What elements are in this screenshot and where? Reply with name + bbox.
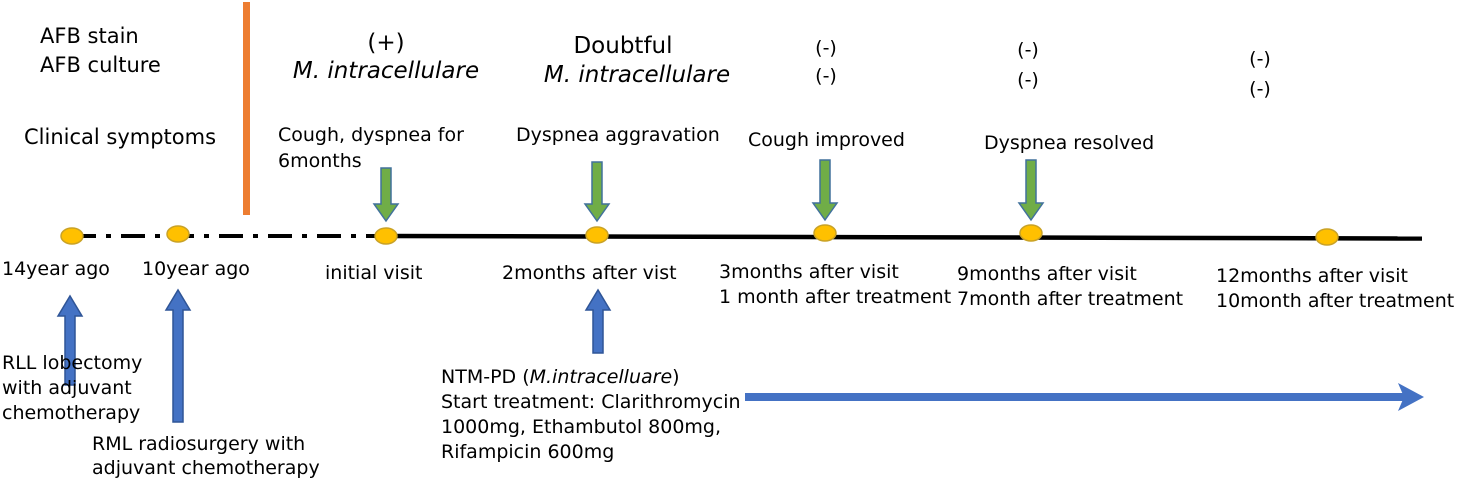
m9-culture-result: (-) — [1017, 69, 1039, 91]
treatment-line2: Start treatment: Clarithromycin — [441, 391, 741, 413]
timepoint-3-months-line1: 3months after visit — [719, 261, 899, 283]
treatment-diagnosis-suffix: ) — [672, 366, 680, 388]
treatment-line3: 1000mg, Ethambutol 800mg, — [441, 416, 722, 438]
m9-stain-result: (-) — [1017, 39, 1039, 61]
symptom-arrow-9-months — [1017, 159, 1045, 222]
initial-culture-result: M. intracellulare — [292, 58, 480, 84]
timepoint-9-months-line2: 7month after treatment — [957, 288, 1184, 310]
symptom-arrow-initial — [372, 167, 400, 223]
symptom-2-months: Dyspnea aggravation — [516, 124, 720, 146]
history-arrow-14-years — [56, 294, 84, 386]
history-14-years-line2: with adjuvant — [2, 377, 132, 399]
node-10-years-ago — [166, 225, 190, 243]
label-afb-stain: AFB stain — [40, 24, 139, 48]
timepoint-9-months-line1: 9months after visit — [957, 263, 1137, 285]
treatment-duration-arrow-shaft — [745, 393, 1405, 401]
symptom-arrow-2-months — [583, 161, 611, 223]
treatment-line4: Rifampicin 600mg — [441, 441, 615, 463]
treatment-organism: M.intracelluare — [529, 366, 673, 388]
m2-stain-result: Doubtful — [573, 33, 673, 59]
history-10-years-line2: adjuvant chemotherapy — [92, 457, 320, 479]
m3-stain-result: (-) — [815, 37, 837, 59]
m3-culture-result: (-) — [815, 65, 837, 87]
initial-stain-result: (+) — [367, 30, 405, 56]
timepoint-2-months: 2months after vist — [502, 262, 677, 284]
timepoint-initial-visit: initial visit — [325, 262, 423, 284]
node-12-months — [1315, 228, 1339, 246]
node-9-months — [1019, 224, 1043, 242]
m12-culture-result: (-) — [1249, 78, 1271, 100]
timepoint-12-months-line2: 10month after treatment — [1216, 290, 1455, 312]
history-arrow-10-years — [164, 288, 192, 423]
symptom-9-months: Dyspnea resolved — [984, 132, 1155, 154]
label-afb-culture: AFB culture — [40, 53, 161, 77]
timepoint-3-months-line2: 1 month after treatment — [719, 286, 952, 308]
node-3-months — [813, 224, 837, 242]
treatment-start-arrow — [584, 288, 612, 354]
node-initial-visit — [374, 227, 398, 245]
history-10-years-line1: RML radiosurgery with — [92, 433, 306, 455]
history-14-years-line3: chemotherapy — [2, 402, 141, 424]
symptom-initial-line2: 6months — [278, 150, 362, 172]
treatment-duration-arrow-head — [1398, 383, 1424, 411]
treatment-diagnosis: NTM-PD (M.intracelluare) — [441, 365, 680, 391]
timepoint-10-years-ago: 10year ago — [142, 258, 250, 280]
history-14-years-line1: RLL lobectomy — [2, 352, 143, 374]
section-divider — [243, 2, 250, 215]
node-2-months — [585, 226, 609, 244]
node-14-years-ago — [60, 227, 84, 245]
symptom-arrow-3-months — [811, 159, 839, 222]
label-clinical-symptoms: Clinical symptoms — [24, 125, 217, 149]
timepoint-12-months-line1: 12months after visit — [1216, 265, 1408, 287]
m2-culture-result: M. intracellulare — [543, 62, 731, 88]
timeline-solid-segment — [384, 233, 1423, 241]
symptom-initial-line1: Cough, dyspnea for — [278, 124, 464, 146]
treatment-diagnosis-prefix: NTM-PD ( — [441, 366, 530, 388]
m12-stain-result: (-) — [1249, 48, 1271, 70]
symptom-3-months: Cough improved — [748, 129, 905, 151]
timepoint-14-years-ago: 14year ago — [2, 258, 110, 280]
